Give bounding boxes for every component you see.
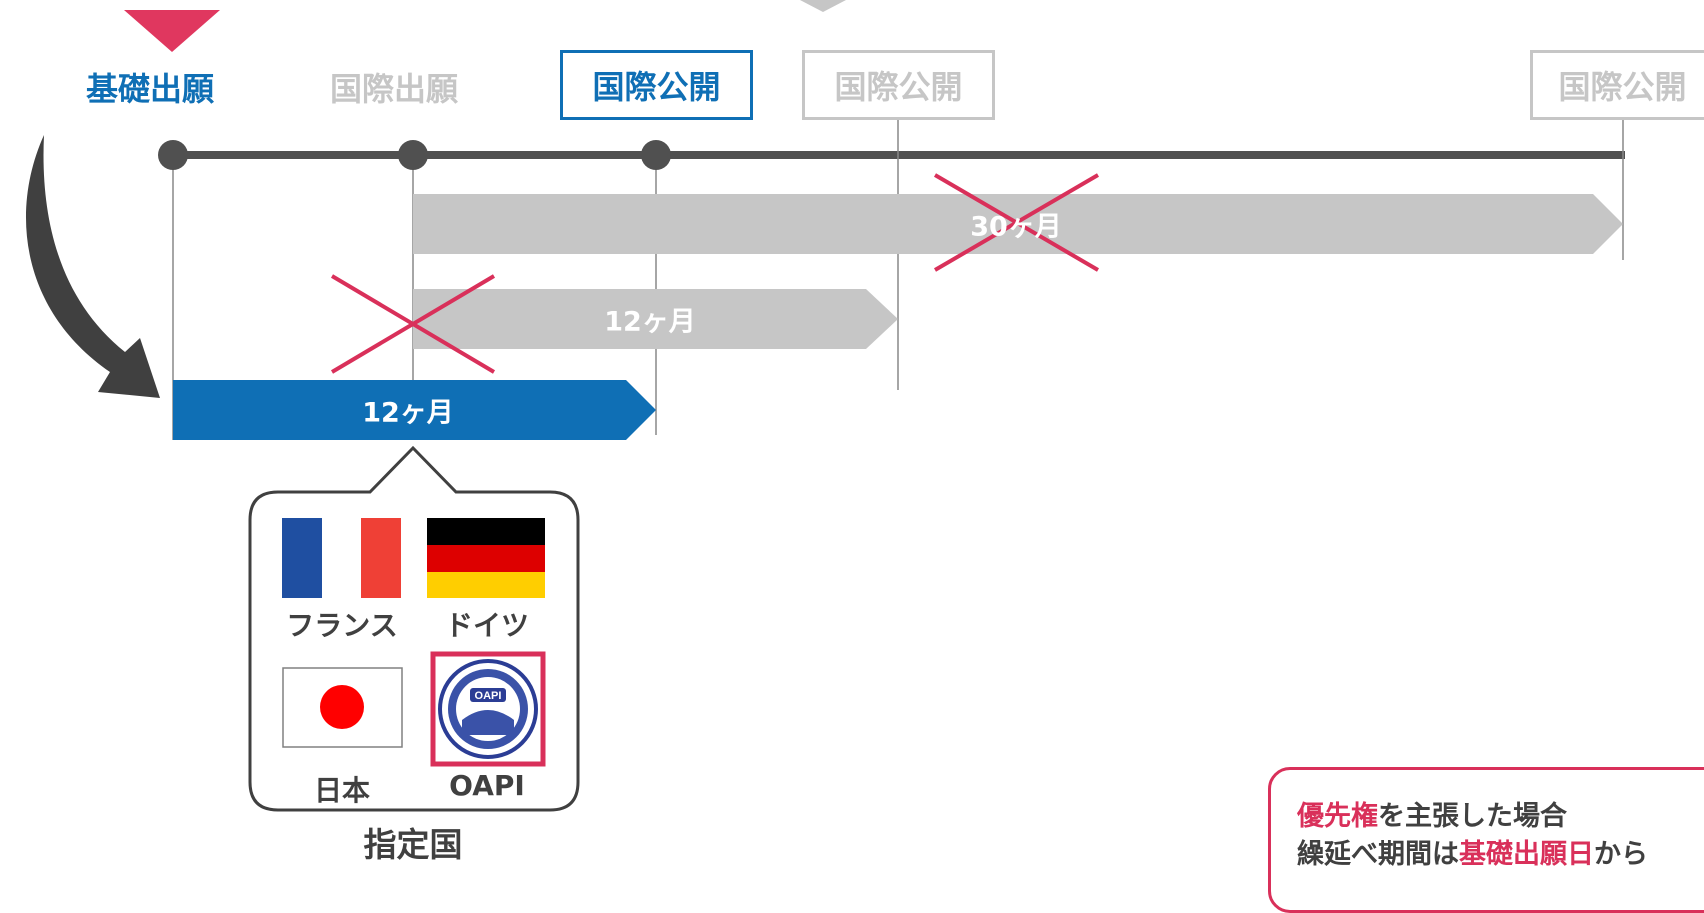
arrow-12-months-gray-label: 12ヶ月 (604, 306, 696, 338)
germany-flag-icon (427, 518, 545, 598)
france-flag-icon (282, 518, 401, 598)
cross-12-months-gray (330, 274, 496, 374)
arrow-12-months-blue (173, 380, 656, 440)
arrow-12-months-gray (413, 289, 898, 349)
japan-flag-icon (282, 667, 403, 748)
milestone-pub-dot (641, 140, 671, 170)
intl-publication-gray-box-2: 国際公開 (1530, 50, 1704, 120)
milestone-base-dot (158, 140, 188, 170)
intl-filing-label: 国際出願 (330, 70, 459, 108)
note-line2-end: から (1594, 839, 1648, 870)
country-france-label: フランス (286, 609, 398, 642)
note-line1-rest: を主張した場合 (1378, 801, 1567, 832)
priority-note-text: 優先権を主張した場合 繰延べ期間は基礎出願日から (1297, 798, 1648, 874)
country-japan-label: 日本 (313, 774, 371, 807)
note-line2-start: 繰延べ期間は (1297, 839, 1459, 870)
note-base-date-highlight: 基礎出願日 (1459, 839, 1594, 870)
country-oapi-label: OAPI (449, 769, 525, 802)
curved-arrow-icon (25, 135, 161, 398)
intl-publication-gray-box-1: 国際公開 (802, 50, 995, 120)
oapi-logo-text: OAPI (475, 690, 502, 702)
country-germany-label: ドイツ (444, 609, 530, 642)
designated-countries-caption: 指定国 (363, 825, 463, 864)
oapi-logo-icon: OAPI (430, 651, 546, 767)
timeline-diagram: OAPI (25, 0, 1625, 812)
arrow-12-months-blue-label: 12ヶ月 (362, 397, 454, 429)
intl-publication-active-box: 国際公開 (560, 50, 753, 120)
base-filing-label: 基礎出願 (86, 70, 215, 108)
note-priority-highlight: 優先権 (1297, 801, 1378, 832)
cross-30-months (933, 173, 1100, 272)
partial-marker-top (800, 0, 846, 12)
current-step-marker (124, 10, 220, 52)
arrow-30-months-label: 30ヶ月 (970, 211, 1062, 243)
milestone-intl-dot (398, 140, 428, 170)
